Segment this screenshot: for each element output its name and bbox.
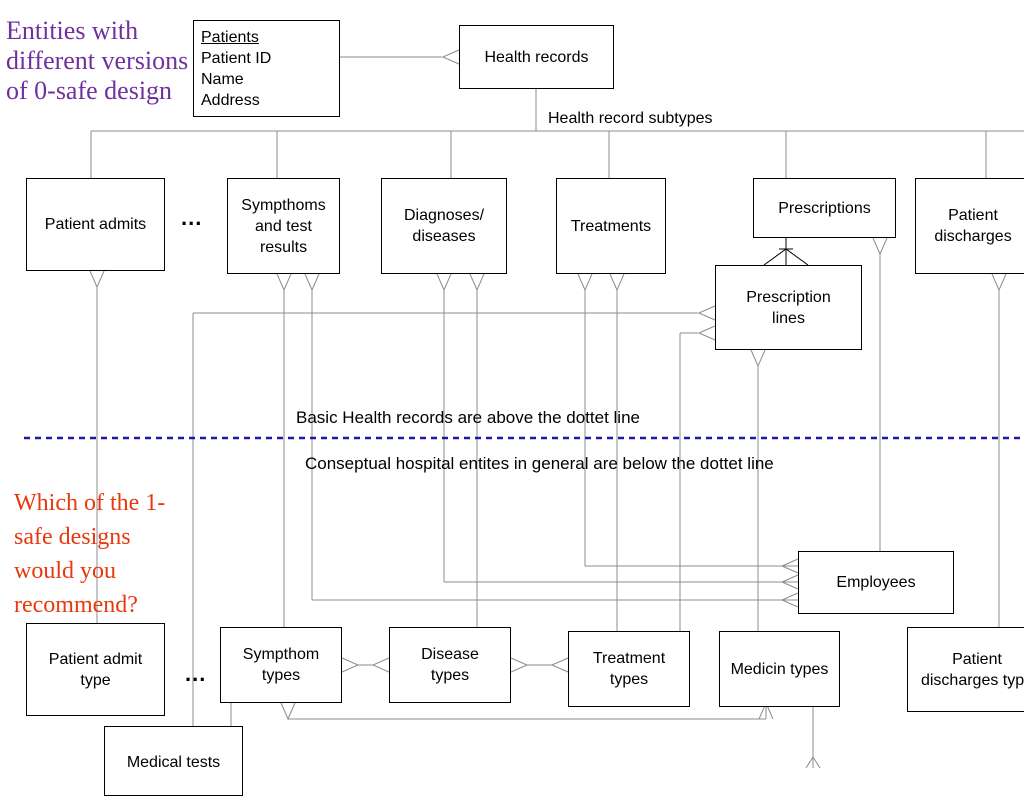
subtypes-label: Health record subtypes [548, 110, 713, 127]
entity-label: Health records [484, 48, 589, 66]
entity-patient-admit-type[interactable]: Patient admit type [26, 623, 165, 716]
entity-label: Medicin types [730, 660, 829, 678]
entity-prescriptions[interactable]: Prescriptions [753, 178, 896, 238]
entity-disease-types[interactable]: Disease types [389, 627, 511, 703]
entity-label: Diagnoses/ diseases [403, 207, 485, 245]
crows-foot [697, 325, 716, 341]
question-text: Which of the 1-safe designs would you re… [14, 490, 166, 618]
entity-label: Patient admit type [48, 650, 143, 689]
crows-foot [805, 756, 821, 768]
entity-patient-admits[interactable]: Patient admits [26, 178, 165, 271]
ellipsis-top: ... [181, 205, 203, 230]
attribute-patient-id: Patient ID [201, 50, 272, 67]
entity-patients-name: Patients [201, 29, 259, 46]
crows-foot [341, 657, 360, 673]
entity-label: Patient discharges [934, 207, 1012, 245]
crows-foot [872, 237, 888, 256]
entity-label: Prescriptions [778, 200, 871, 217]
entity-label: Patient discharges type [920, 650, 1024, 689]
crows-foot [89, 270, 105, 289]
crows-foot [304, 273, 320, 292]
entity-symptoms-results[interactable]: Sympthoms and test results [227, 178, 340, 274]
entity-label: Medical tests [126, 754, 221, 771]
entity-prescription-lines[interactable]: Prescription lines [715, 265, 862, 350]
above-line-note: Basic Health records are above the dotte… [296, 408, 640, 427]
crows-foot [469, 273, 485, 292]
crows-foot [780, 592, 799, 608]
entity-symptom-types[interactable]: Sympthom types [220, 627, 342, 703]
entity-label: Prescription lines [746, 288, 831, 327]
entity-patients[interactable]: Patients Patient ID Name Address [193, 20, 340, 117]
entity-diagnoses[interactable]: Diagnoses/ diseases [381, 178, 507, 274]
crows-foot [577, 273, 593, 292]
entity-treatment-types[interactable]: Treatment types [568, 631, 690, 707]
crows-foot [780, 574, 799, 590]
entity-label: Sympthoms and test results [241, 196, 326, 256]
entity-label: Disease types [421, 646, 479, 684]
crows-foot [780, 558, 799, 574]
ellipsis-bottom: ... [185, 661, 207, 686]
crows-foot [510, 657, 529, 673]
crows-foot [697, 305, 716, 321]
entity-patient-discharges-type[interactable]: Patient discharges type [907, 627, 1024, 712]
slide-title: Entities with different versions of 0-sa… [6, 16, 189, 105]
entity-label: Sympthom types [242, 646, 320, 684]
below-line-note: Conseptual hospital entites in general a… [305, 454, 774, 473]
crows-foot [550, 657, 569, 673]
entity-treatments[interactable]: Treatments [556, 178, 666, 274]
entity-medicin-types[interactable]: Medicin types [719, 631, 840, 707]
entity-medical-tests[interactable]: Medical tests [104, 726, 243, 796]
crows-foot [276, 273, 292, 292]
entity-label: Patient admits [44, 216, 147, 233]
er-diagram-connectors [24, 49, 1024, 768]
entity-health-records[interactable]: Health records [459, 25, 614, 89]
crows-foot [609, 273, 625, 292]
entity-label: Employees [836, 574, 916, 591]
entity-label: Treatments [570, 217, 652, 235]
attribute-address: Address [201, 92, 260, 109]
entity-patient-discharges[interactable]: Patient discharges [915, 178, 1024, 274]
entity-employees[interactable]: Employees [798, 551, 954, 614]
crows-foot [750, 349, 766, 368]
crows-foot [991, 273, 1007, 292]
crows-foot [371, 657, 390, 673]
crows-foot [441, 49, 460, 65]
crows-foot [436, 273, 452, 292]
attribute-name: Name [201, 71, 244, 88]
crows-foot [280, 702, 296, 721]
entity-label: Treatment types [592, 650, 666, 688]
